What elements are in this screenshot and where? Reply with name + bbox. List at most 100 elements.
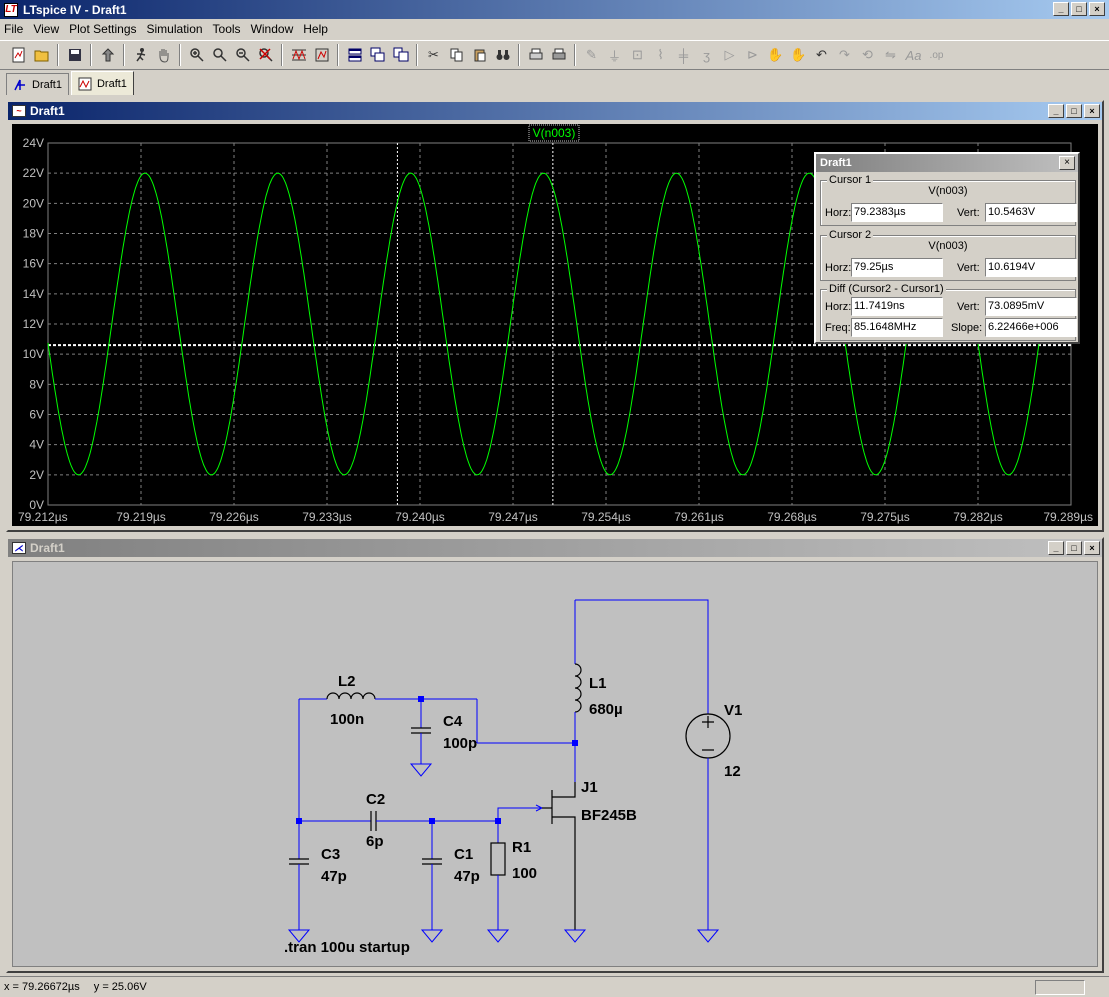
schematic-close-button[interactable]: ×	[1084, 541, 1100, 555]
j1-label[interactable]: J1	[581, 779, 598, 796]
j1-value[interactable]: BF245B	[581, 807, 637, 824]
l1-label[interactable]: L1	[589, 675, 607, 692]
spice-directive[interactable]: .tran 100u startup	[284, 939, 410, 956]
text-icon[interactable]: Aa	[905, 47, 922, 63]
tab-waveform[interactable]: Draft1	[70, 71, 134, 95]
cursor1-horz-field[interactable]: 79.2383µs	[851, 203, 943, 222]
diode-icon[interactable]: ▷	[724, 47, 735, 62]
plot-minimize-button[interactable]: _	[1048, 104, 1064, 118]
mirror-icon[interactable]: ⇋	[885, 47, 896, 62]
trace-v-n003[interactable]	[47, 172, 1072, 476]
copy-icon[interactable]	[446, 45, 467, 66]
plot-maximize-button[interactable]: □	[1066, 104, 1082, 118]
new-schematic-icon[interactable]	[8, 45, 29, 66]
cursor2-horz-field[interactable]: 79.25µs	[851, 258, 943, 277]
r1-label[interactable]: R1	[512, 839, 531, 856]
c4-label[interactable]: C4	[443, 713, 463, 730]
diff-vert-field[interactable]: 73.0895mV	[985, 297, 1077, 316]
v1-label[interactable]: V1	[724, 702, 742, 719]
paste-icon[interactable]	[469, 45, 490, 66]
r1-value[interactable]: 100	[512, 865, 537, 882]
component-icon[interactable]: ⊳	[747, 47, 758, 62]
minimize-button[interactable]: _	[1053, 2, 1069, 16]
status-bar: x = 79.26672µs y = 25.06V	[0, 976, 1109, 997]
cut-icon[interactable]: ✂	[428, 47, 439, 62]
zoom-cancel-icon[interactable]	[255, 45, 276, 66]
halt-hand-icon[interactable]	[153, 45, 174, 66]
diff-slope-field[interactable]: 6.22466e+006	[985, 318, 1077, 337]
cursor1-legend: Cursor 1	[827, 174, 874, 186]
diff-freq-label: Freq:	[825, 322, 851, 334]
menu-help[interactable]: Help	[303, 22, 328, 36]
print-icon[interactable]	[548, 45, 569, 66]
l2-label[interactable]: L2	[338, 673, 356, 690]
close-button[interactable]: ×	[1089, 2, 1105, 16]
menu-view[interactable]: View	[33, 22, 60, 36]
schematic-canvas[interactable]: L2 100n C4 100p L1 680µ V1 12 J1 BF245B …	[12, 561, 1098, 967]
c3-value[interactable]: 47p	[321, 868, 347, 885]
drag-hand-icon[interactable]: ✋	[790, 47, 807, 62]
l1-value[interactable]: 680µ	[589, 701, 623, 718]
c1-value[interactable]: 47p	[454, 868, 480, 885]
control-panel-icon[interactable]	[97, 45, 118, 66]
c2-value[interactable]: 6p	[366, 833, 384, 850]
run-icon[interactable]	[130, 45, 151, 66]
c1-label[interactable]: C1	[454, 846, 473, 863]
label-net-icon[interactable]: ⊡	[632, 47, 643, 62]
menu-simulation[interactable]: Simulation	[146, 22, 203, 36]
schematic-icon	[14, 79, 25, 90]
trace-label[interactable]: V(n003)	[533, 126, 576, 140]
y-tick-label: 4V	[29, 438, 44, 452]
print-setup-icon[interactable]	[525, 45, 546, 66]
ground-r1	[486, 929, 510, 943]
schematic-drawing[interactable]: L2 100n C4 100p L1 680µ V1 12 J1 BF245B …	[13, 562, 1099, 968]
y-tick-label: 12V	[23, 317, 44, 331]
diff-legend: Diff (Cursor2 - Cursor1)	[827, 283, 946, 295]
redo-icon[interactable]: ↷	[839, 47, 850, 62]
v1-value[interactable]: 12	[724, 763, 741, 780]
tab-schematic[interactable]: Draft1	[6, 73, 69, 95]
resistor-icon[interactable]: ⌇	[657, 47, 664, 62]
schematic-minimize-button[interactable]: _	[1048, 541, 1064, 555]
cascade-icon[interactable]	[367, 45, 388, 66]
open-folder-icon[interactable]	[31, 45, 52, 66]
spice-directive-icon[interactable]: .op	[929, 49, 944, 61]
autorange-icon[interactable]	[288, 45, 309, 66]
diff-freq-field[interactable]: 85.1648MHz	[851, 318, 943, 337]
menu-window[interactable]: Window	[250, 22, 294, 36]
c3-label[interactable]: C3	[321, 846, 340, 863]
tile-vertical-icon[interactable]	[390, 45, 411, 66]
c2-label[interactable]: C2	[366, 791, 385, 808]
inductor-icon[interactable]: ʒ	[702, 47, 711, 63]
capacitor-icon[interactable]: ╪	[678, 47, 689, 63]
diff-horz-field[interactable]: 11.7419ns	[851, 297, 943, 316]
plot-close-button[interactable]: ×	[1084, 104, 1100, 118]
mark-icon[interactable]	[311, 45, 332, 66]
ground-icon[interactable]: ⏚	[607, 48, 621, 64]
cursor-panel-close-button[interactable]: ×	[1059, 156, 1075, 170]
c4-value[interactable]: 100p	[443, 735, 477, 752]
y-tick-label: 6V	[29, 408, 44, 422]
menu-tools[interactable]: Tools	[212, 22, 241, 36]
x-tick-label: 79.212µs	[18, 510, 68, 524]
move-hand-icon[interactable]: ✋	[767, 47, 784, 62]
x-tick-label: 79.219µs	[116, 510, 166, 524]
undo-icon[interactable]: ↶	[816, 47, 827, 62]
menu-plot-settings[interactable]: Plot Settings	[69, 22, 137, 36]
l2-value[interactable]: 100n	[330, 711, 364, 728]
schematic-maximize-button[interactable]: □	[1066, 541, 1082, 555]
menu-file[interactable]: File	[4, 22, 24, 36]
maximize-button[interactable]: □	[1071, 2, 1087, 16]
menu-bar: File View Plot Settings Simulation Tools…	[0, 19, 1109, 39]
cursor1-vert-field[interactable]: 10.5463V	[985, 203, 1077, 222]
zoom-in-icon[interactable]	[186, 45, 207, 66]
wire-pencil-icon[interactable]: ✎	[586, 47, 597, 62]
rotate-icon[interactable]: ⟲	[862, 47, 873, 62]
save-icon[interactable]	[64, 45, 85, 66]
zoom-pan-icon[interactable]	[209, 45, 230, 66]
cursor2-vert-field[interactable]: 10.6194V	[985, 258, 1077, 277]
zoom-out-icon[interactable]	[232, 45, 253, 66]
find-binoculars-icon[interactable]	[492, 45, 513, 66]
tile-horizontal-icon[interactable]	[344, 45, 365, 66]
